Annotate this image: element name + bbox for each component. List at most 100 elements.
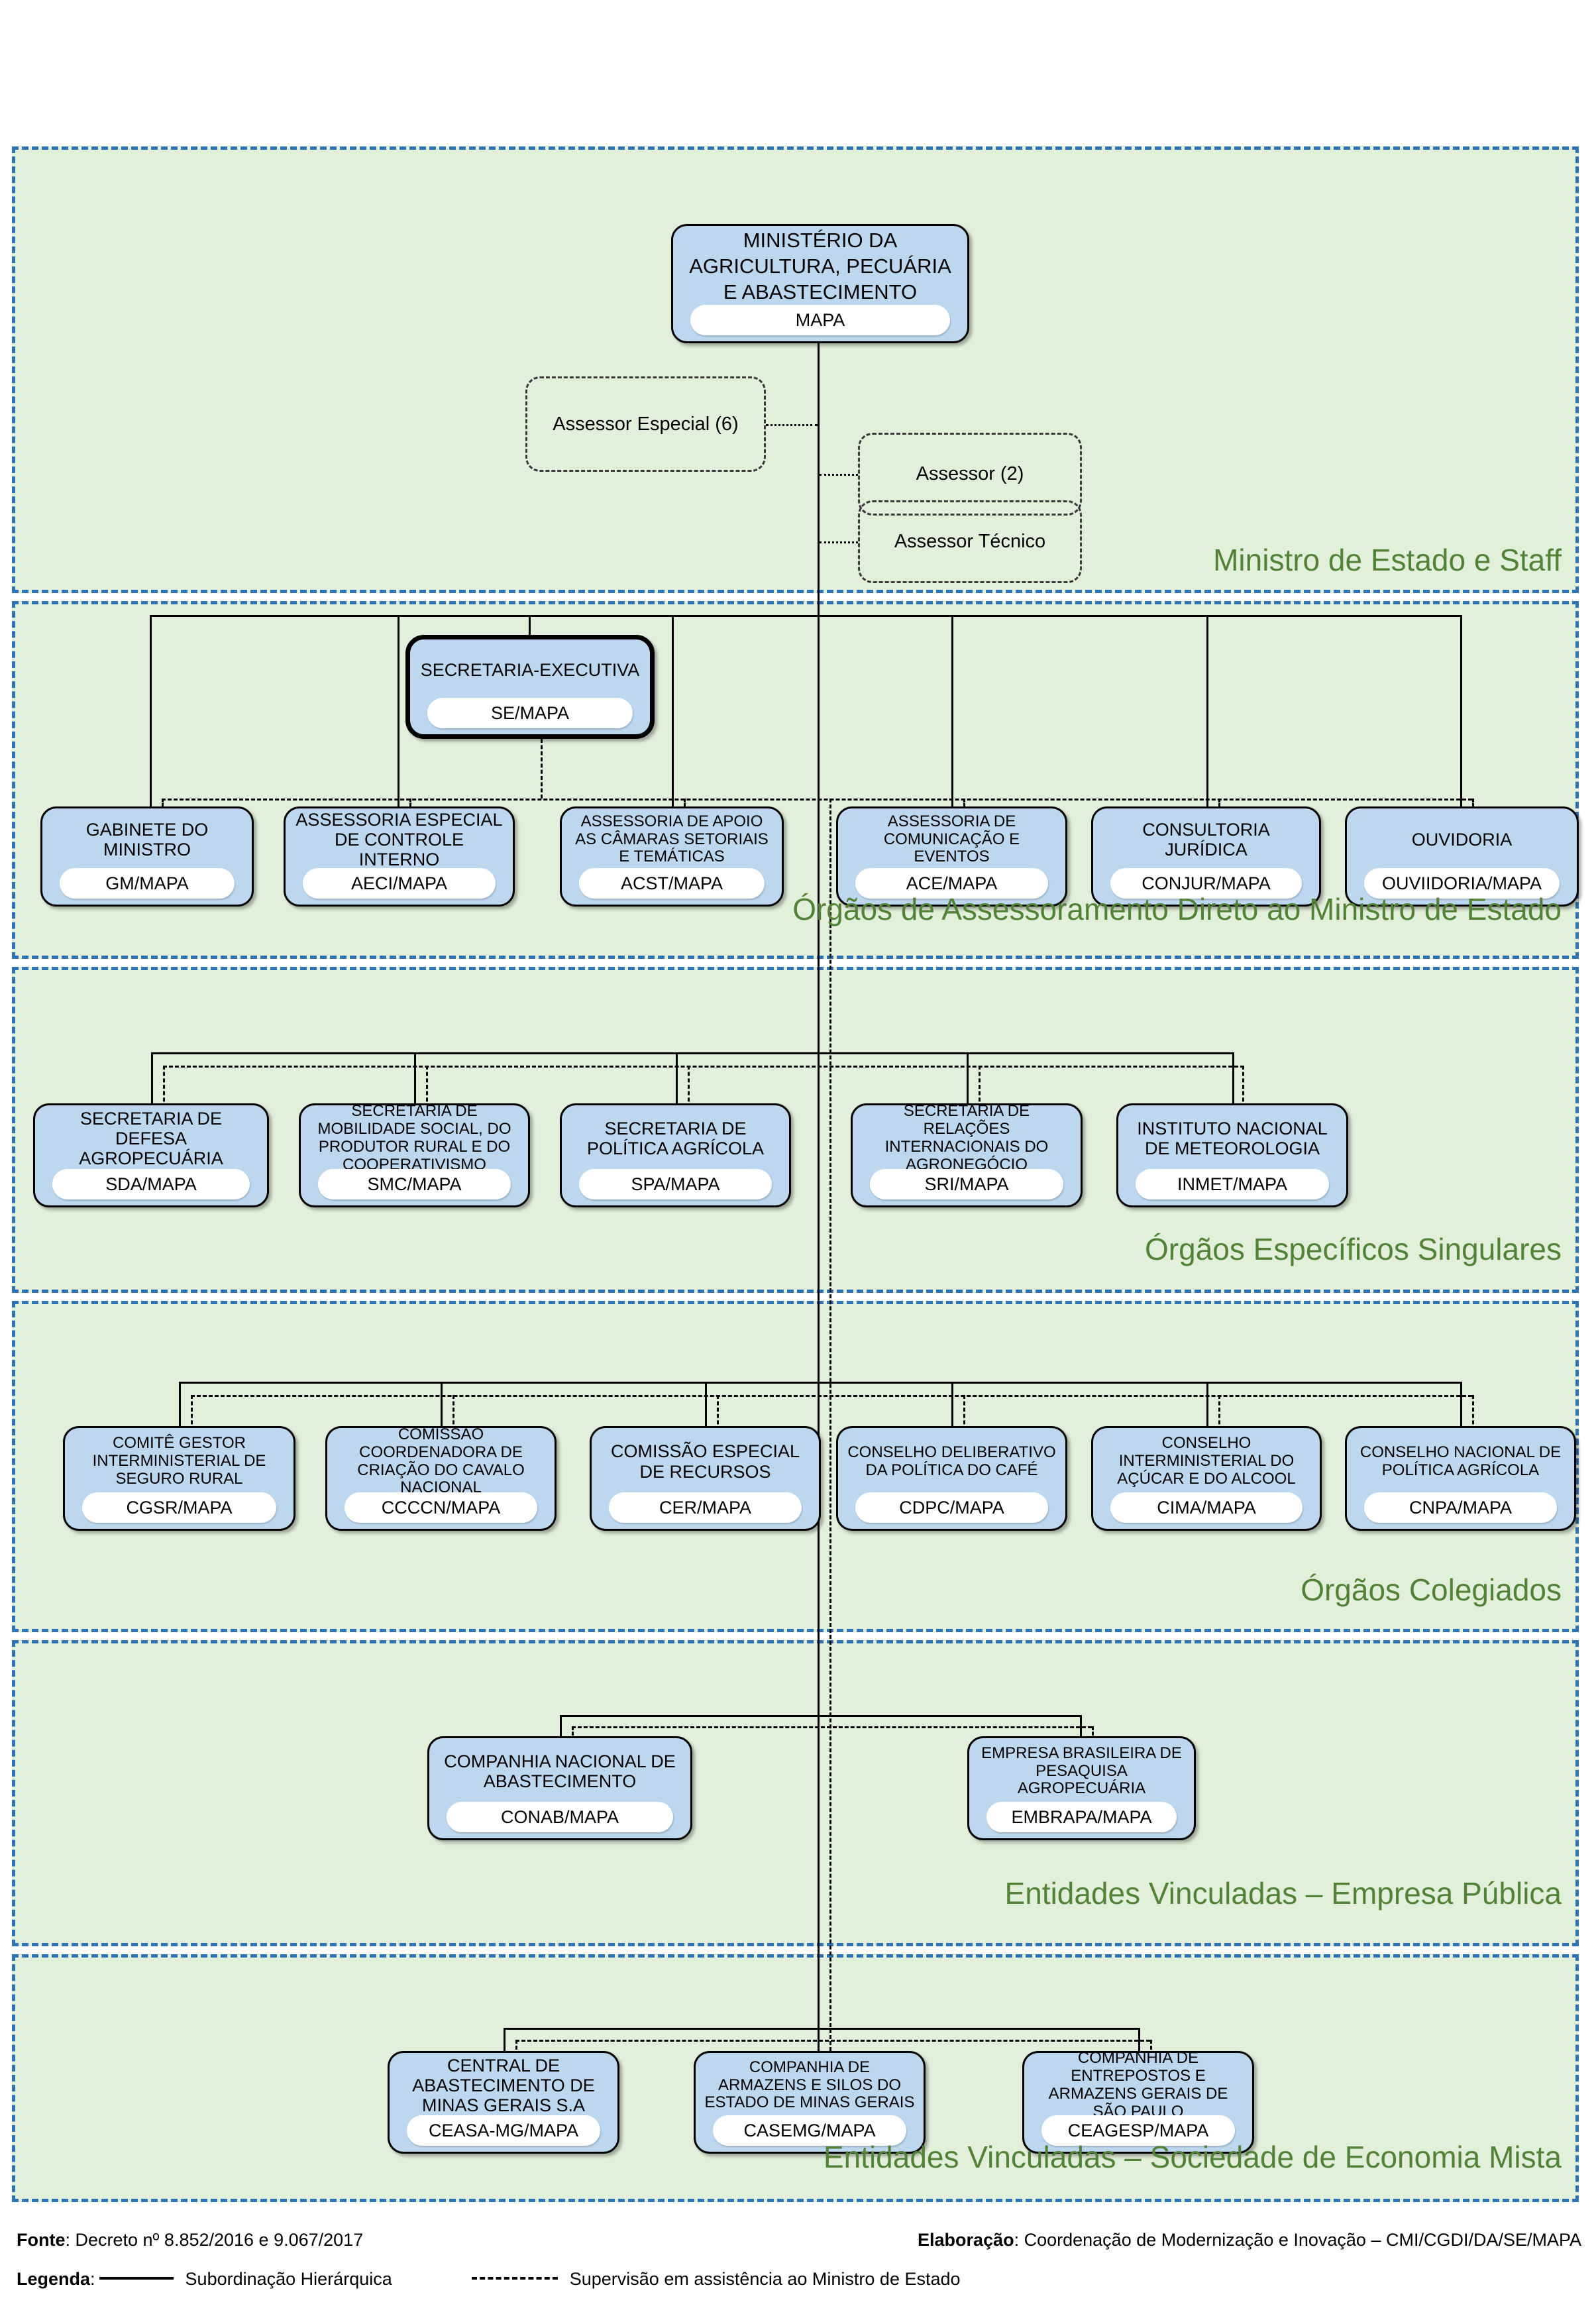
staff-box-label: Assessor Técnico — [894, 531, 1046, 552]
org-box-acronym: CER/MAPA — [609, 1492, 802, 1523]
staff-box-label: Assessor Especial (6) — [553, 413, 739, 435]
org-box-conab: COMPANHIA NACIONAL DE ABASTECIMENTO CONA… — [427, 1736, 692, 1840]
band4-dashed-stub5 — [1218, 1395, 1220, 1431]
org-box-embrapa: EMPRESA BRASILEIRA DE PESAQUISA AGROPECU… — [967, 1736, 1196, 1840]
org-box-acronym: CGSR/MAPA — [82, 1492, 276, 1523]
band4-drop-cgsr — [179, 1382, 181, 1426]
band6-drop-ceasa — [504, 2028, 505, 2051]
legend-solid-line-sample — [99, 2276, 174, 2280]
org-box-acronym: GM/MAPA — [60, 868, 235, 899]
org-box-cdpc: CONSELHO DELIBERATIVO DA POLÍTICA DO CAF… — [836, 1426, 1067, 1531]
band4-drop-cer — [705, 1382, 707, 1426]
band6-dashed-line — [515, 2040, 1150, 2042]
band2-dashed-stub4 — [963, 799, 965, 812]
org-box-acronym: ACE/MAPA — [855, 868, 1048, 899]
elaboracao-label: Elaboração — [918, 2230, 1014, 2250]
band5-drop-embrapa — [1080, 1715, 1082, 1736]
band4-distribution-line — [179, 1382, 1462, 1384]
band6-dashed-stub1 — [515, 2040, 517, 2056]
band2-drop-ouvidoria — [1460, 615, 1462, 806]
band5-drop-conab — [560, 1715, 562, 1736]
org-box-name: COMITÊ GESTOR INTERMINISTERIAL DE SEGURO… — [92, 1434, 266, 1488]
band5-dashed-line — [572, 1726, 1092, 1728]
org-box-acronym: CEASA-MG/MAPA — [407, 2115, 600, 2146]
org-box-cima: CONSELHO INTERMINISTERIAL DO AÇÚCAR E DO… — [1091, 1426, 1322, 1531]
org-box-smc: SECRETARIA DE MOBILIDADE SOCIAL, DO PROD… — [299, 1103, 530, 1207]
org-box-aeci: ASSESSORIA ESPECIAL DE CONTROLE INTERNO … — [284, 806, 515, 907]
band-empresa-publica — [12, 1640, 1579, 1946]
fonte-text: : Decreto nº 8.852/2016 e 9.067/2017 — [65, 2230, 364, 2250]
org-box-sri: SECRETARIA DE RELAÇÕES INTERNACIONAIS DO… — [851, 1103, 1083, 1207]
org-box-name: COMPANHIA DE ENTREPOSTOS E ARMAZENS GERA… — [1048, 2053, 1228, 2115]
band4-drop-ccccn — [441, 1382, 443, 1426]
staff-box-assessor-tecnico: Assessor Técnico — [858, 500, 1082, 583]
staff-box-assessor-especial: Assessor Especial (6) — [525, 376, 766, 472]
org-box-acronym: AECI/MAPA — [303, 868, 496, 899]
section-label-singulares: Órgãos Específicos Singulares — [1145, 1232, 1562, 1266]
org-box-name: EMPRESA BRASILEIRA DE PESAQUISA AGROPECU… — [981, 1743, 1182, 1798]
band2-dashed-stub5 — [1218, 799, 1220, 812]
org-box-acronym: CONAB/MAPA — [447, 1802, 673, 1832]
band3-drop-smc — [414, 1052, 416, 1103]
legend-solid-text: Subordinação Hierárquica — [185, 2269, 392, 2289]
band2-dashed-stub2 — [409, 799, 411, 812]
band2-dashed-stub3 — [684, 799, 686, 812]
org-box-acronym: CONJUR/MAPA — [1110, 868, 1302, 899]
band3-drop-inmet — [1232, 1052, 1234, 1103]
org-box-acronym: ACST/MAPA — [579, 868, 765, 899]
org-box-ministry: MINISTÉRIO DA AGRICULTURA, PECUÁRIA E AB… — [671, 224, 969, 343]
band4-dashed-stub1 — [191, 1395, 193, 1431]
band4-drop-cdpc — [951, 1382, 953, 1426]
band2-dashed-riser-se — [541, 739, 543, 799]
band4-drop-cima — [1206, 1382, 1208, 1426]
band3-dashed-stub1 — [163, 1066, 165, 1108]
band2-distribution-line — [150, 615, 1462, 617]
org-box-acronym: INMET/MAPA — [1136, 1169, 1329, 1199]
org-box-name: ASSESSORIA DE APOIO AS CÂMARAS SETORIAIS… — [575, 812, 769, 866]
org-box-cer: COMISSÃO ESPECIAL DE RECURSOS CER/MAPA — [590, 1426, 821, 1531]
org-box-cgsr: COMITÊ GESTOR INTERMINISTERIAL DE SEGURO… — [63, 1426, 295, 1531]
band2-dashed-stub1 — [162, 799, 164, 812]
org-box-name: CENTRAL DE ABASTECIMENTO DE MINAS GERAIS… — [412, 2055, 595, 2115]
org-box-acronym: SPA/MAPA — [579, 1169, 772, 1199]
org-box-name: COMISSÃO COORDENADORA DE CRIAÇÃO DO CAVA… — [357, 1428, 525, 1492]
band6-distribution-line — [504, 2028, 1140, 2030]
org-box-acronym: CIMA/MAPA — [1110, 1492, 1303, 1523]
org-box-name: OUVIDORIA — [1411, 829, 1513, 850]
band6-drop-ceagesp — [1138, 2028, 1140, 2051]
org-box-acronym: CCCCN/MAPA — [345, 1492, 537, 1523]
band6-dashed-stub2 — [1150, 2040, 1152, 2056]
org-box-name: CONSULTORIA JURÍDICA — [1142, 819, 1270, 859]
footer-elaboracao: Elaboração: Coordenação de Modernização … — [918, 2230, 1581, 2250]
org-box-acronym: CASEMG/MAPA — [713, 2115, 906, 2146]
org-box-name: MINISTÉRIO DA AGRICULTURA, PECUÁRIA E AB… — [689, 229, 951, 304]
connector-assessor2 — [820, 474, 858, 476]
legenda-colon: : — [90, 2269, 95, 2289]
org-box-se: SECRETARIA-EXECUTIVA SE/MAPA — [405, 635, 655, 739]
band3-dashed-line — [163, 1066, 1244, 1068]
band3-dashed-stub5 — [1242, 1066, 1244, 1108]
org-box-name: CONSELHO DELIBERATIVO DA POLÍTICA DO CAF… — [847, 1443, 1056, 1479]
legenda-label: Legenda — [17, 2269, 91, 2289]
org-box-name: COMPANHIA DE ARMAZENS E SILOS DO ESTADO … — [704, 2058, 915, 2112]
org-box-name: ASSESSORIA ESPECIAL DE CONTROLE INTERNO — [295, 809, 503, 868]
section-label-empresa-publica: Entidades Vinculadas – Empresa Pública — [1004, 1876, 1562, 1910]
org-box-acronym: EMBRAPA/MAPA — [986, 1802, 1177, 1832]
elaboracao-text: : Coordenação de Modernização e Inovação… — [1014, 2230, 1581, 2250]
org-box-acronym: MAPA — [690, 305, 950, 335]
org-box-sda: SECRETARIA DE DEFESA AGROPECUÁRIA SDA/MA… — [33, 1103, 269, 1207]
org-box-ceasa-mg: CENTRAL DE ABASTECIMENTO DE MINAS GERAIS… — [388, 2051, 619, 2154]
trunk-line-solid — [818, 343, 820, 2051]
staff-box-assessor: Assessor (2) — [858, 433, 1082, 516]
band2-dashed-stub6 — [1472, 799, 1474, 812]
band2-drop-conjur — [1206, 615, 1208, 806]
org-box-inmet: INSTITUTO NACIONAL DE METEOROLOGIA INMET… — [1116, 1103, 1348, 1207]
org-box-ccccn: COMISSÃO COORDENADORA DE CRIAÇÃO DO CAVA… — [325, 1426, 557, 1531]
band2-drop-aeci — [398, 615, 399, 806]
fonte-label: Fonte — [17, 2230, 66, 2250]
band3-dashed-stub2 — [426, 1066, 428, 1108]
band2-drop-acst — [672, 615, 674, 806]
band3-drop-sda — [151, 1052, 153, 1103]
band3-drop-sri — [967, 1052, 969, 1103]
